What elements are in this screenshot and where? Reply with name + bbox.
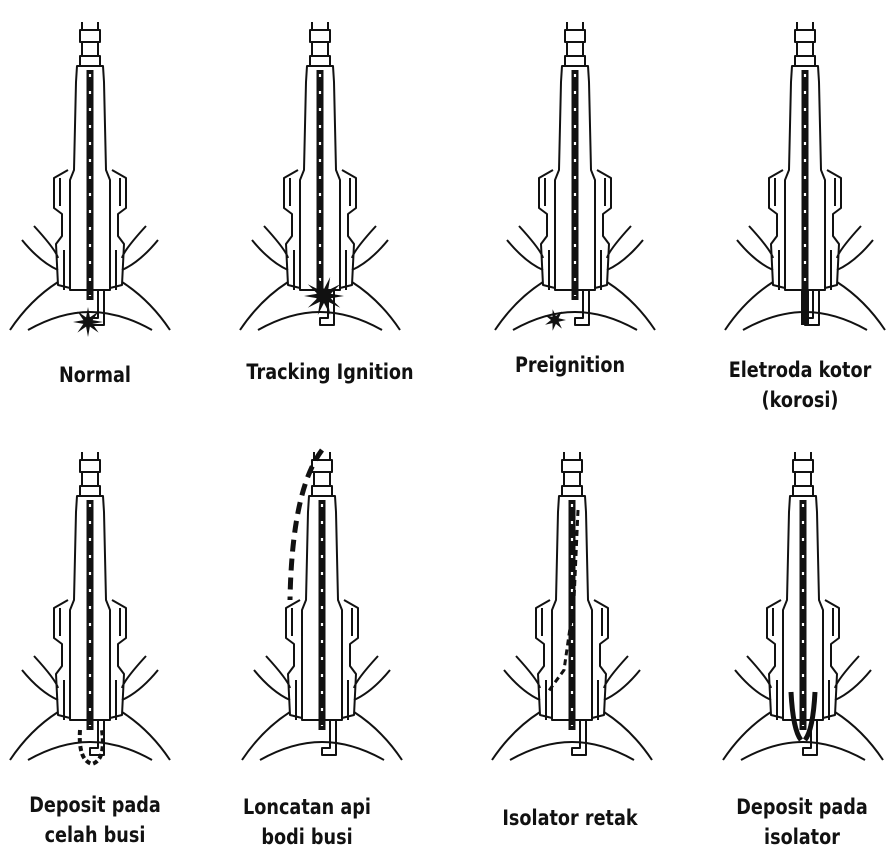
spark-plug-drawing <box>715 0 888 390</box>
plug-preignition <box>485 0 665 390</box>
label-isolator-retak: Isolator retak <box>490 803 650 833</box>
label-line-2: isolator <box>726 822 877 852</box>
tracking-spark-star <box>304 277 344 315</box>
terminal-nut <box>793 452 813 496</box>
label-tracking-ignition: Tracking Ignition <box>233 357 426 387</box>
label-line-1: Tracking Ignition <box>233 357 426 387</box>
spark-plug-drawing <box>230 0 410 390</box>
terminal-nut <box>565 22 585 66</box>
plug-normal <box>0 0 180 390</box>
plug-loncatan-api <box>232 430 412 820</box>
plug-deposit-isolator <box>713 430 888 820</box>
label-line-1: Preignition <box>511 350 629 380</box>
terminal-nut <box>310 22 330 66</box>
label-line-2: (korosi) <box>716 385 884 415</box>
plug-tracking-ignition <box>230 0 410 390</box>
terminal-nut <box>80 22 100 66</box>
label-line-1: Deposit pada <box>19 790 170 820</box>
label-line-2: bodi busi <box>236 822 379 852</box>
label-eletroda-kotor: Eletroda kotor (korosi) <box>716 355 884 415</box>
spark-plug-drawing <box>232 430 412 820</box>
label-deposit-celah: Deposit pada celah busi <box>19 790 170 850</box>
label-line-1: Isolator retak <box>490 803 650 833</box>
spark-plug-drawing <box>0 0 180 390</box>
spark-plug-drawing <box>713 430 888 820</box>
label-normal: Normal <box>45 360 146 390</box>
terminal-nut <box>80 452 100 496</box>
label-line-1: Loncatan api <box>236 792 379 822</box>
plug-eletroda-kotor <box>715 0 888 390</box>
label-deposit-isolator: Deposit pada isolator <box>726 792 877 852</box>
corroded-electrode <box>801 290 809 325</box>
spark-star <box>73 307 103 337</box>
label-line-2: celah busi <box>19 820 170 850</box>
spark-plug-drawing <box>485 0 665 390</box>
terminal-nut <box>562 452 582 496</box>
label-line-1: Deposit pada <box>726 792 877 822</box>
terminal-nut <box>795 22 815 66</box>
plug-deposit-celah <box>0 430 180 820</box>
label-line-1: Eletroda kotor <box>716 355 884 385</box>
label-loncatan-api: Loncatan api bodi busi <box>236 792 379 852</box>
label-line-1: Normal <box>45 360 146 390</box>
label-preignition: Preignition <box>511 350 629 380</box>
spark-plug-drawing <box>482 430 662 820</box>
plug-isolator-retak <box>482 430 662 820</box>
spark-plug-drawing <box>0 430 180 820</box>
